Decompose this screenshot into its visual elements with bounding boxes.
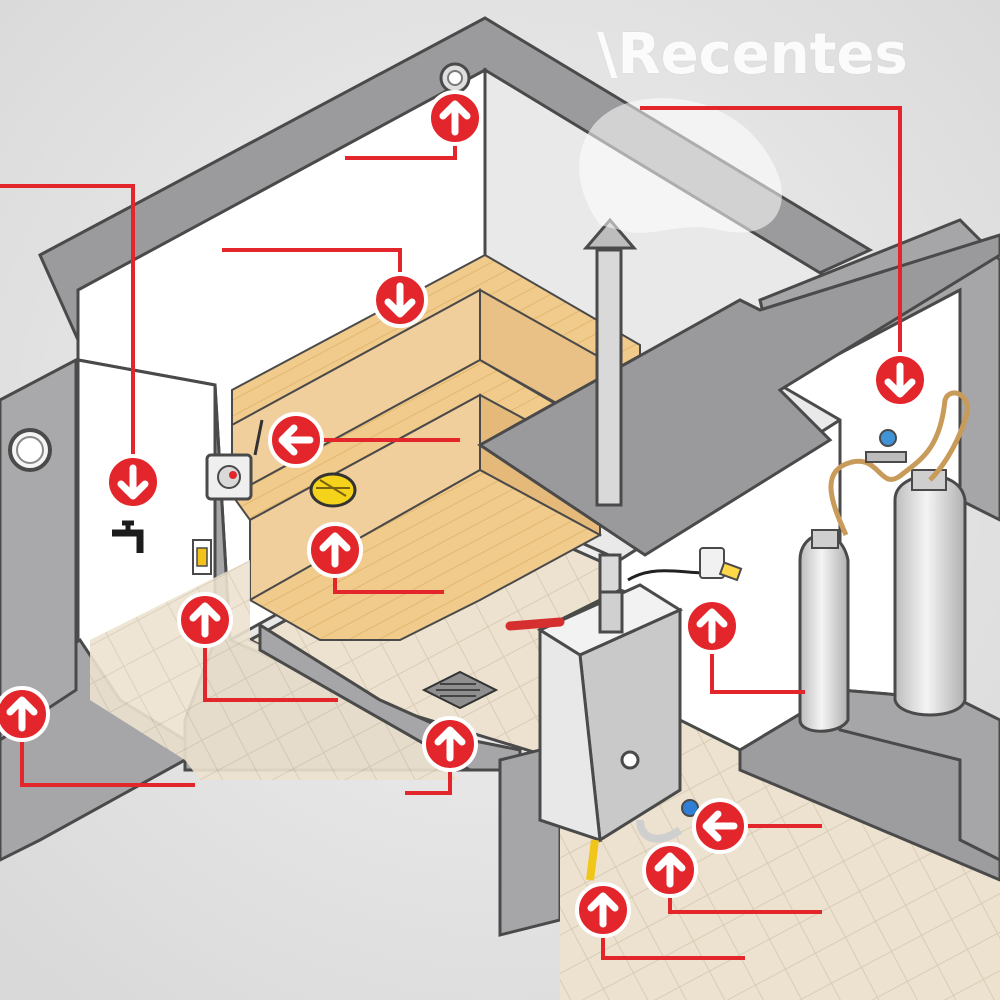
power-outlet [699,547,743,582]
door-callout [105,454,161,510]
boiler-unit [505,568,721,843]
floor-drain-callout [422,716,478,772]
power-outlet-callout [684,598,740,654]
boiler-pipes [586,799,699,881]
bench-callout [372,272,428,328]
floor-drain [421,670,499,710]
sensor-callout [268,412,324,468]
control-panel [205,419,264,501]
gas-inlet-callout [575,882,631,938]
lamp-callout [307,522,363,578]
valve-callout [692,798,748,854]
steam-cloud [579,98,782,233]
gas-cylinder-callout [872,352,928,408]
site-title: \Recentes [597,22,908,87]
switch-callout [177,592,233,648]
sauna-lamp [309,472,357,508]
gas-cylinders [798,390,970,733]
air-vent-callout [427,90,483,146]
callout-leader-lines [0,106,902,960]
exterior-door [0,357,78,742]
light-switch [192,539,212,575]
exterior-door-callout [0,686,50,742]
water-tap [112,520,144,553]
water-inlet-callout [642,842,698,898]
